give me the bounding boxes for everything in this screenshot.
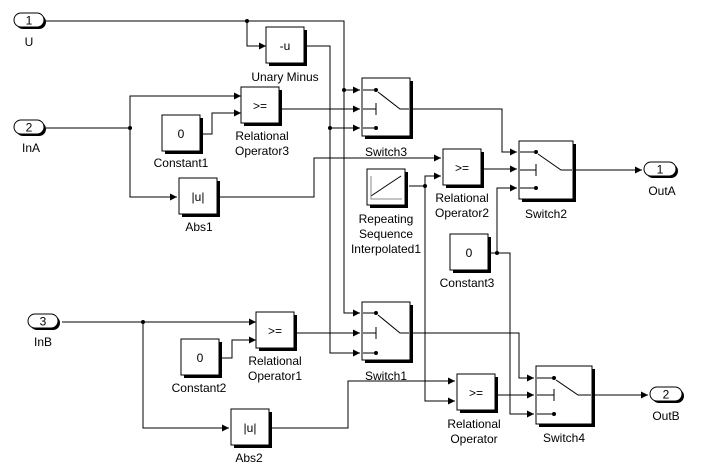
abs2-symbol: |u|: [244, 421, 257, 435]
wire-const1-to-relop3: [200, 109, 241, 135]
block-constant2[interactable]: 0 Constant2: [172, 338, 227, 395]
block-switch2[interactable]: Switch2: [518, 140, 576, 221]
block-unary-minus[interactable]: -u Unary Minus: [251, 26, 319, 84]
inport-u-label: U: [25, 35, 34, 49]
inport-inb-label: InB: [34, 335, 52, 349]
wire-switch3-to-switch2: [412, 108, 517, 156]
relop3-label-line1: Relational: [235, 129, 288, 143]
block-relational-operator2[interactable]: >= Relational Operator2: [435, 148, 489, 220]
block-constant1[interactable]: 0 Constant1: [154, 114, 209, 170]
block-repeating-sequence[interactable]: Repeating Sequence Interpolated1: [351, 168, 421, 256]
outport-outb-number: 2: [663, 388, 670, 402]
junction-dot: [423, 184, 427, 188]
unary-minus-symbol: -u: [280, 39, 291, 53]
outport-outa-label: OutA: [648, 184, 675, 198]
block-switch4[interactable]: Switch4: [535, 365, 595, 445]
junction-dot: [342, 88, 346, 92]
wire-abs2-to-relop: [270, 377, 455, 429]
wire-ina-to-relop3: [46, 92, 241, 129]
outport-outa[interactable]: 1 OutA: [643, 161, 678, 198]
block-relational-operator[interactable]: >= Relational Operator: [447, 373, 501, 446]
relop2-label-line1: Relational: [435, 191, 488, 205]
repeating-label-line3: Interpolated1: [351, 242, 421, 256]
relop-label-line1: Relational: [447, 417, 500, 431]
relop1-label-line2: Operator1: [248, 369, 302, 383]
wire-u-to-switch1: [343, 90, 360, 317]
wire-repeating-to-relop: [424, 186, 455, 405]
wire-inb-to-abs2: [142, 322, 229, 432]
outport-outb[interactable]: 2 OutB: [649, 386, 684, 423]
constant1-label: Constant1: [154, 156, 209, 170]
junction-dot: [495, 251, 499, 255]
inport-ina-label: InA: [22, 141, 40, 155]
wire-switch1-to-switch4: [412, 332, 534, 382]
relop1-symbol: >=: [268, 324, 282, 338]
inport-ina[interactable]: 2 InA: [13, 119, 46, 155]
ramp-axes: [370, 176, 402, 200]
relop2-symbol: >=: [455, 161, 469, 175]
abs2-label: Abs2: [235, 451, 263, 465]
inport-u[interactable]: 1 U: [13, 12, 46, 49]
relop2-label-line2: Operator2: [435, 206, 489, 220]
wire-u-main: [46, 20, 360, 94]
outport-outb-label: OutB: [652, 409, 679, 423]
constant2-label: Constant2: [172, 381, 227, 395]
block-switch3[interactable]: Switch3: [361, 77, 413, 159]
outport-outa-number: 1: [657, 163, 664, 177]
switch1-icon: [363, 311, 409, 355]
switch4-label: Switch4: [543, 431, 585, 445]
constant1-value: 0: [178, 127, 185, 141]
switch3-icon: [363, 88, 409, 130]
junction-dot: [128, 126, 132, 130]
block-abs2[interactable]: |u| Abs2: [230, 408, 272, 465]
block-switch1[interactable]: Switch1: [361, 301, 413, 383]
relop-label-line2: Operator: [450, 432, 497, 446]
junction-dot: [328, 126, 332, 130]
constant3-value: 0: [466, 246, 473, 260]
constant2-value: 0: [197, 351, 204, 365]
block-constant3[interactable]: 0 Constant3: [440, 233, 495, 290]
relop1-label-line1: Relational: [248, 354, 301, 368]
wire-abs1-to-relop2: [219, 154, 441, 198]
switch4-icon: [537, 376, 591, 416]
junction-dot: [141, 320, 145, 324]
unary-minus-label: Unary Minus: [251, 70, 318, 84]
relop3-label-line2: Operator3: [235, 144, 289, 158]
abs1-label: Abs1: [185, 220, 213, 234]
wire-unary-to-switch3: [306, 45, 360, 132]
signal-lines: [46, 19, 648, 432]
inport-ina-number: 2: [26, 121, 33, 135]
block-relational-operator3[interactable]: >= Relational Operator3: [235, 86, 289, 158]
repeating-label-line1: Repeating: [359, 212, 414, 226]
constant3-label: Constant3: [440, 276, 495, 290]
switch1-label: Switch1: [365, 369, 407, 383]
wire-repeating-to-relop2: [409, 172, 441, 187]
inport-u-number: 1: [26, 14, 33, 28]
junction-dot: [245, 19, 249, 23]
abs1-symbol: |u|: [192, 190, 205, 204]
switch2-icon: [520, 150, 572, 190]
block-relational-operator1[interactable]: >= Relational Operator1: [248, 311, 302, 383]
block-abs1[interactable]: |u| Abs1: [178, 177, 220, 234]
repeating-label-line2: Sequence: [359, 227, 413, 241]
wire-u-to-unary-minus: [246, 21, 266, 50]
switch2-label: Switch2: [525, 207, 567, 221]
wire-const3-to-switch2: [489, 184, 517, 254]
wire-ina-to-abs1: [129, 128, 177, 201]
relop-symbol: >=: [469, 386, 483, 400]
inport-inb-number: 3: [40, 315, 47, 329]
relop3-symbol: >=: [253, 99, 267, 113]
wire-const2-to-relop1: [220, 336, 256, 359]
inport-inb[interactable]: 3 InB: [27, 313, 60, 349]
ramp-icon: [370, 175, 402, 197]
wire-unary-to-switch1: [329, 128, 360, 357]
switch3-label: Switch3: [365, 145, 407, 159]
